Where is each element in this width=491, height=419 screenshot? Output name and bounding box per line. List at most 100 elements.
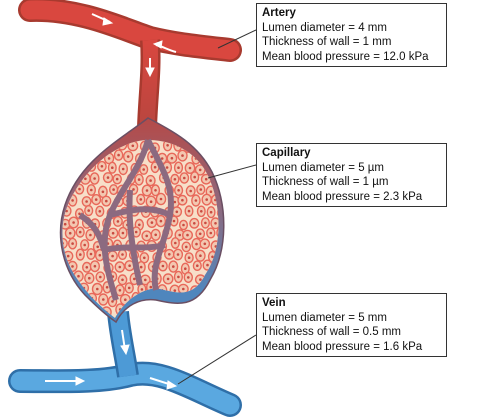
cell-nucleus bbox=[185, 245, 188, 249]
cell-nucleus bbox=[203, 242, 207, 246]
cell-nucleus bbox=[215, 176, 219, 180]
cell-nucleus bbox=[187, 209, 191, 213]
cell-nucleus bbox=[94, 308, 97, 312]
cell-nucleus bbox=[177, 166, 180, 169]
tissue-cell bbox=[216, 226, 219, 239]
tissue-cell bbox=[216, 291, 219, 305]
cell-nucleus bbox=[204, 309, 208, 313]
tissue-cell bbox=[62, 171, 69, 184]
cell-nucleus bbox=[221, 169, 224, 172]
cell-nucleus bbox=[62, 267, 66, 271]
cell-nucleus bbox=[149, 200, 153, 203]
cell-nucleus bbox=[206, 263, 209, 267]
cell-nucleus bbox=[196, 264, 199, 268]
cell-nucleus bbox=[132, 188, 135, 191]
tissue-cell bbox=[79, 150, 90, 162]
cell-nucleus bbox=[199, 278, 202, 281]
cell-nucleus bbox=[88, 276, 91, 280]
artery-pressure: Mean blood pressure = 12.0 kPa bbox=[262, 50, 429, 63]
cell-nucleus bbox=[173, 308, 176, 311]
cell-nucleus bbox=[77, 274, 80, 278]
cell-nucleus bbox=[153, 165, 157, 169]
cell-nucleus bbox=[198, 168, 202, 172]
cell-nucleus bbox=[172, 219, 176, 223]
cell-nucleus bbox=[216, 157, 219, 160]
cell-nucleus bbox=[71, 199, 74, 202]
cell-nucleus bbox=[211, 255, 214, 259]
cell-nucleus bbox=[216, 308, 219, 311]
cell-nucleus bbox=[214, 222, 217, 225]
cell-nucleus bbox=[121, 253, 124, 256]
cell-nucleus bbox=[221, 190, 224, 193]
capillary-label: Capillary Lumen diameter = 5 µm Thicknes… bbox=[256, 143, 447, 207]
tissue-cell bbox=[157, 303, 169, 316]
cell-nucleus bbox=[78, 212, 81, 216]
capillary-wall: Thickness of wall = 1 µm bbox=[262, 176, 389, 188]
cell-nucleus bbox=[71, 310, 75, 313]
tissue-cell bbox=[168, 303, 180, 316]
cell-nucleus bbox=[174, 241, 177, 245]
cell-nucleus bbox=[161, 264, 165, 268]
cell-nucleus bbox=[150, 308, 153, 312]
tissue-cell bbox=[63, 140, 73, 152]
tissue-cell bbox=[81, 304, 93, 316]
cell-nucleus bbox=[102, 298, 105, 301]
cell-nucleus bbox=[121, 167, 125, 171]
tissue-cell bbox=[137, 306, 147, 318]
cell-nucleus bbox=[127, 286, 131, 290]
cell-nucleus bbox=[100, 165, 104, 168]
capillary-network bbox=[78, 138, 174, 301]
tissue-cell bbox=[62, 150, 71, 163]
cell-nucleus bbox=[100, 143, 104, 146]
cell-nucleus bbox=[106, 176, 110, 179]
artery-wall: Thickness of wall = 1 mm bbox=[262, 36, 392, 48]
cell-nucleus bbox=[160, 157, 164, 160]
cell-nucleus bbox=[63, 222, 67, 226]
cell-nucleus bbox=[90, 188, 93, 192]
cell-nucleus bbox=[96, 287, 99, 291]
cell-nucleus bbox=[159, 197, 163, 201]
cell-nucleus bbox=[62, 289, 66, 293]
cell-nucleus bbox=[83, 154, 86, 158]
cell-nucleus bbox=[197, 299, 201, 302]
cell-nucleus bbox=[149, 285, 153, 289]
cell-nucleus bbox=[101, 190, 105, 194]
capillary-title: Capillary bbox=[262, 147, 311, 159]
flow-arrow-icon bbox=[45, 13, 178, 390]
cell-nucleus bbox=[105, 199, 108, 203]
cell-nucleus bbox=[149, 179, 152, 182]
cell-nucleus bbox=[63, 155, 67, 158]
cell-nucleus bbox=[76, 166, 79, 169]
cell-nucleus bbox=[220, 256, 223, 259]
cell-nucleus bbox=[187, 256, 191, 260]
tissue-cell bbox=[68, 305, 78, 317]
cell-nucleus bbox=[65, 209, 68, 213]
cell-nucleus bbox=[133, 277, 136, 281]
cell-nucleus bbox=[161, 308, 165, 312]
cell-nucleus bbox=[76, 298, 79, 301]
cell-nucleus bbox=[128, 264, 131, 268]
cell-nucleus bbox=[111, 166, 114, 169]
cell-nucleus bbox=[177, 189, 180, 192]
cell-nucleus bbox=[138, 223, 141, 227]
cell-nucleus bbox=[111, 254, 114, 258]
vein-wall: Thickness of wall = 0.5 mm bbox=[262, 326, 402, 338]
cell-nucleus bbox=[205, 198, 208, 201]
cell-nucleus bbox=[199, 254, 202, 257]
cell-nucleus bbox=[168, 253, 171, 256]
cell-nucleus bbox=[181, 198, 184, 202]
vein-lumen: Lumen diameter = 5 mm bbox=[262, 311, 387, 324]
cell-nucleus bbox=[172, 265, 175, 268]
cell-nucleus bbox=[204, 221, 207, 225]
cell-nucleus bbox=[140, 310, 144, 314]
cell-nucleus bbox=[66, 254, 70, 258]
cell-nucleus bbox=[89, 144, 92, 147]
tissue-cell bbox=[145, 304, 157, 317]
cell-nucleus bbox=[150, 155, 153, 159]
cell-nucleus bbox=[94, 198, 98, 201]
cell-nucleus bbox=[83, 243, 86, 247]
capillary-pressure: Mean blood pressure = 2.3 kPa bbox=[262, 190, 423, 203]
tissue-cell bbox=[191, 303, 203, 316]
tissue-cell bbox=[177, 304, 189, 317]
cell-nucleus bbox=[170, 156, 174, 160]
